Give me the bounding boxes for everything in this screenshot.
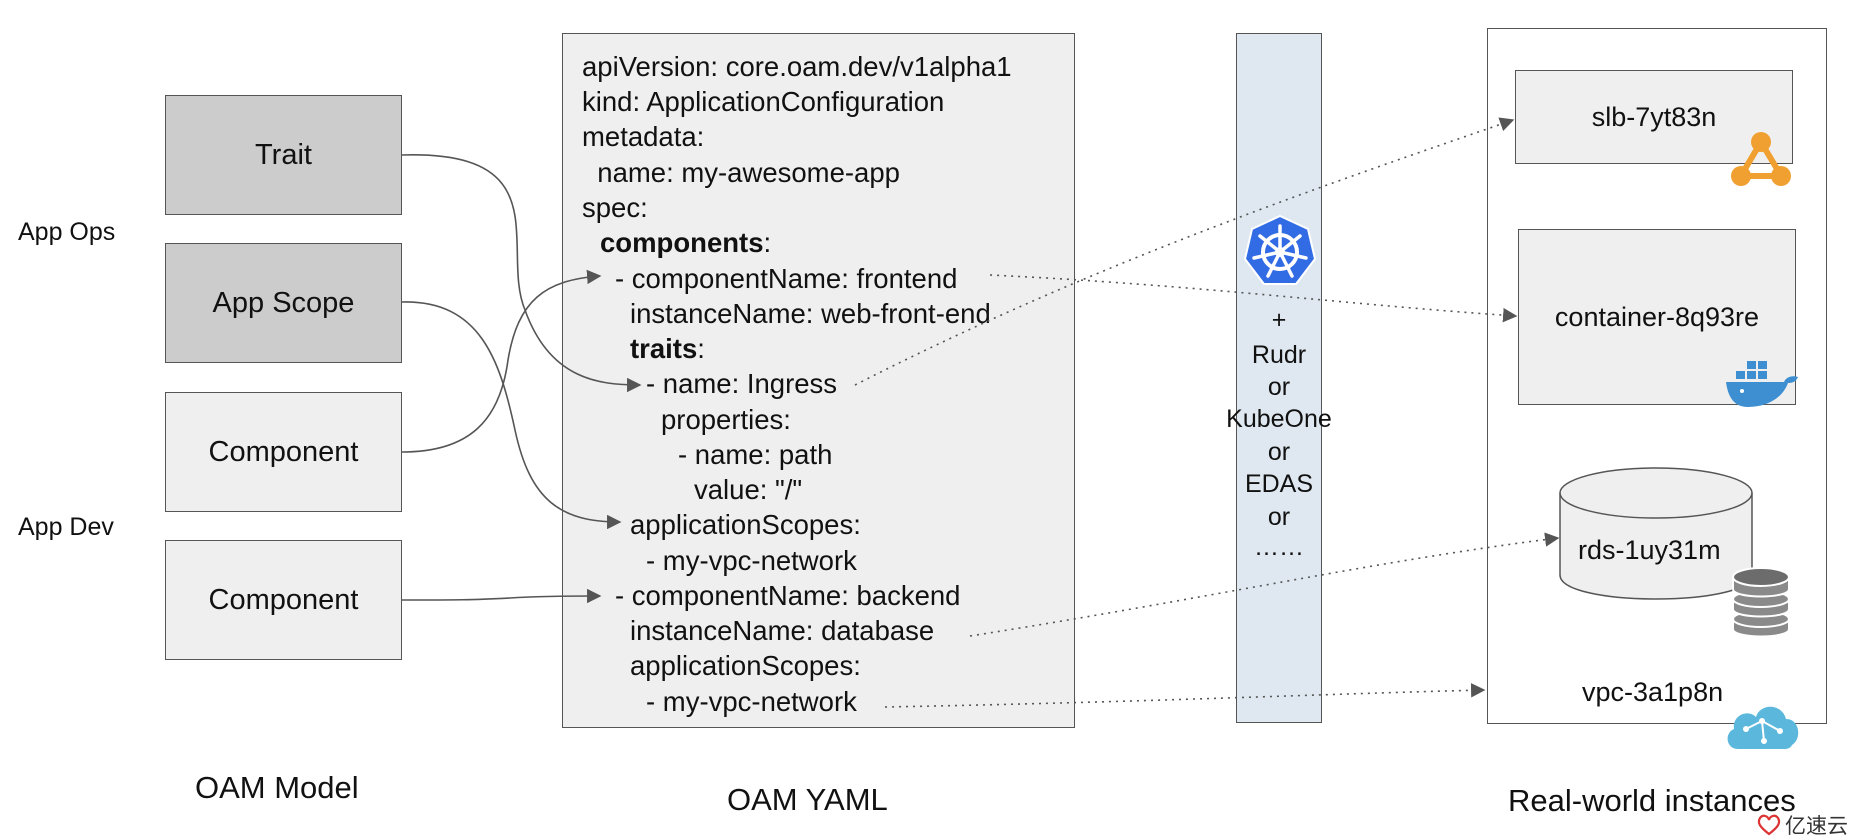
docker-icon [1726, 361, 1798, 407]
runtime-kubeone: KubeOne [1226, 405, 1332, 433]
watermark-logo-icon [1757, 814, 1781, 836]
connector-ingress-to-slb [854, 117, 1515, 386]
rds-label: rds-1uy31m [1578, 535, 1721, 565]
yaml-line: value: "/" [694, 474, 803, 505]
connector-component-to-frontend [401, 269, 602, 453]
network-icon [1731, 132, 1791, 186]
model-box-component-1: Component [165, 392, 402, 512]
yaml-line: applicationScopes: [630, 650, 861, 681]
model-box-app-scope: App Scope [165, 243, 402, 363]
kubernetes-icon [1243, 214, 1317, 285]
runtime-column [1236, 33, 1322, 723]
database-icon [1732, 567, 1790, 637]
slb-box: slb-7yt83n [1515, 70, 1793, 164]
connector-appscope-to-scopes [401, 301, 622, 530]
oam-model-title: OAM Model [195, 770, 359, 805]
runtime-or: or [1267, 373, 1291, 401]
runtime-or: or [1267, 503, 1291, 531]
vpc-label: vpc-3a1p8n [1582, 677, 1724, 707]
runtime-edas: EDAS [1244, 470, 1314, 498]
runtime-rudr: Rudr [1251, 341, 1307, 369]
model-box-component-2: Component [165, 540, 402, 660]
yaml-line: metadata: [582, 121, 705, 152]
yaml-line: - name: path [678, 439, 833, 470]
connector-vpc-to-vpc [884, 683, 1486, 708]
connector-trait-to-ingress [401, 154, 642, 393]
cloud-icon [1727, 706, 1799, 749]
real-world-instances-title: Real-world instances [1508, 783, 1796, 818]
yaml-line: instanceName: database [630, 615, 935, 646]
yaml-line-components: components: [600, 229, 771, 257]
oam-yaml-title: OAM YAML [727, 782, 888, 817]
yaml-line: kind: ApplicationConfiguration [582, 86, 945, 117]
yaml-line: - componentName: backend [615, 580, 961, 611]
runtime-ellipsis: …… [1254, 533, 1304, 561]
yaml-line-traits: traits: [630, 335, 705, 363]
yaml-line: apiVersion: core.oam.dev/v1alpha1 [582, 51, 1012, 82]
yaml-line: instanceName: web-front-end [630, 298, 991, 329]
yaml-box [562, 33, 1075, 728]
watermark: 亿速云 [1756, 810, 1848, 840]
app-ops-label: App Ops [18, 218, 116, 246]
yaml-line: spec: [582, 192, 648, 223]
model-box-trait: Trait [165, 95, 402, 215]
runtime-plus: + [1271, 306, 1287, 334]
yaml-line: name: my-awesome-app [582, 157, 900, 188]
yaml-traits-key: traits [630, 333, 698, 364]
yaml-colon: : [697, 333, 705, 364]
yaml-line: properties: [661, 404, 791, 435]
runtime-or: or [1267, 438, 1291, 466]
connector-frontend-to-container [989, 274, 1518, 323]
connector-component-to-backend [401, 588, 602, 604]
yaml-line: - name: Ingress [646, 368, 838, 399]
app-dev-label: App Dev [18, 513, 114, 541]
yaml-line: applicationScopes: [630, 509, 861, 540]
watermark-text: 亿速云 [1785, 815, 1848, 838]
yaml-components-key: components [600, 227, 764, 258]
yaml-line: - componentName: frontend [615, 263, 958, 294]
connector-database-to-rds [969, 532, 1560, 637]
yaml-colon: : [763, 227, 772, 258]
yaml-line: - my-vpc-network [646, 686, 857, 717]
yaml-line: - my-vpc-network [646, 545, 857, 576]
rds-cylinder [1559, 467, 1753, 600]
